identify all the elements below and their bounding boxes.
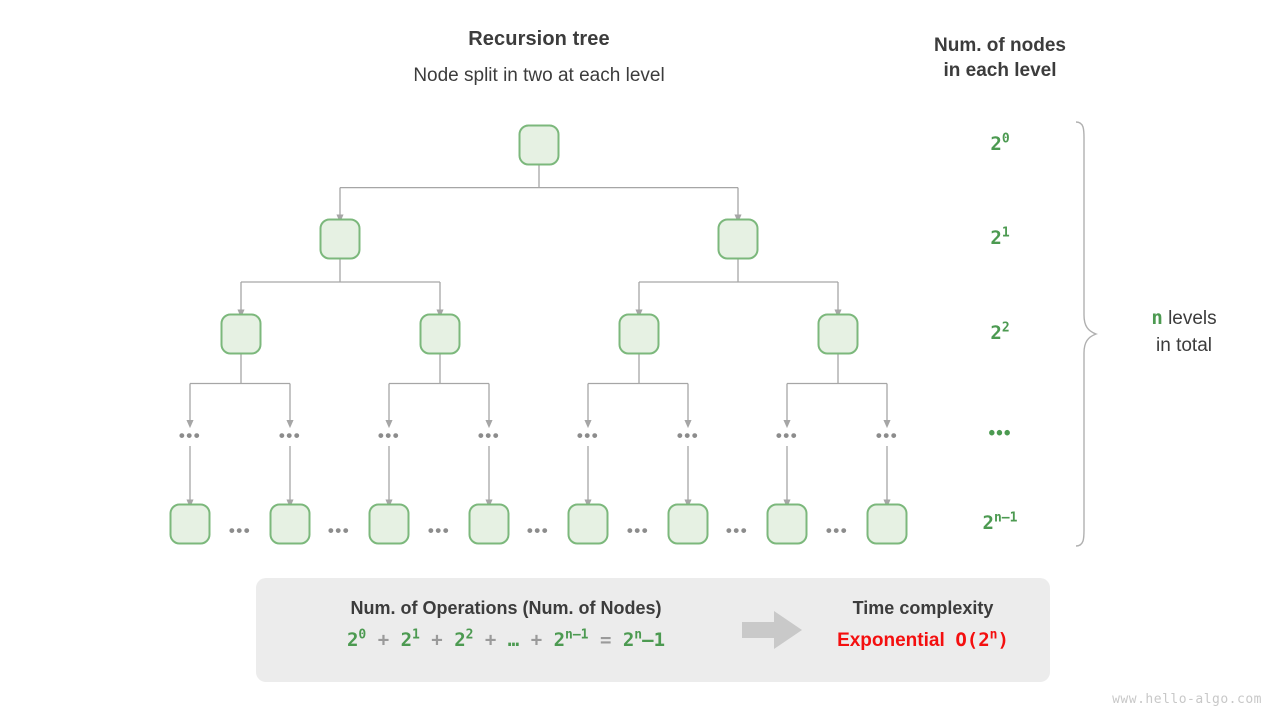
tree-node bbox=[419, 313, 461, 355]
level-count-base: 2 bbox=[990, 322, 1002, 344]
node-count-title-line1: Num. of nodes bbox=[934, 35, 1066, 56]
formula-term-exponent: 0 bbox=[358, 627, 367, 643]
level-count-base: 2 bbox=[990, 227, 1002, 249]
operations-formula: 20 + 21 + 22 + … + 2n–1 = 2n–1 bbox=[256, 629, 756, 651]
tree-node bbox=[169, 503, 211, 545]
formula-term: 2n–1 bbox=[623, 629, 665, 651]
formula-term-exponent: n bbox=[634, 627, 643, 643]
total-levels-label: n levels in total bbox=[1104, 305, 1264, 359]
ellipsis-between-nodes: ••• bbox=[526, 521, 550, 540]
complexity-heading: Time complexity bbox=[852, 598, 994, 618]
summary-panel: Num. of Operations (Num. of Nodes) 20 + … bbox=[256, 578, 1050, 682]
formula-term: 22 bbox=[454, 629, 473, 651]
formula-term-base: … bbox=[507, 629, 520, 651]
level-count-exponent: n–1 bbox=[993, 510, 1018, 526]
operations-summary: Num. of Operations (Num. of Nodes) 20 + … bbox=[256, 578, 756, 682]
tree-connectors bbox=[186, 164, 891, 508]
tree-node bbox=[717, 218, 759, 260]
level-count-exponent: 0 bbox=[1001, 131, 1010, 147]
formula-term-exponent: 1 bbox=[412, 627, 420, 643]
levels-line2: in total bbox=[1156, 335, 1212, 356]
formula-term-base: 2 bbox=[400, 629, 413, 651]
formula-term: 2n–1 bbox=[554, 629, 589, 651]
tree-node bbox=[667, 503, 709, 545]
formula-operator: + bbox=[473, 629, 508, 651]
page-subtitle: Node split in two at each level bbox=[413, 65, 665, 86]
ellipsis-level-node: ••• bbox=[775, 426, 799, 445]
ellipsis-between-nodes: ••• bbox=[327, 521, 351, 540]
level-count-base: 2 bbox=[982, 512, 994, 534]
tree-node bbox=[518, 124, 560, 166]
right-arrow-icon bbox=[738, 606, 808, 654]
formula-term-base: 2 bbox=[454, 629, 466, 651]
ellipsis-between-nodes: ••• bbox=[825, 521, 849, 540]
tree-node bbox=[618, 313, 660, 355]
ellipsis-between-nodes: ••• bbox=[427, 521, 451, 540]
level-count-exponent: 2 bbox=[1001, 320, 1010, 336]
levels-brace-icon bbox=[1075, 121, 1098, 547]
formula-term: 21 bbox=[401, 629, 420, 651]
formula-term-base: 2 bbox=[553, 629, 566, 651]
operations-heading: Num. of Operations (Num. of Nodes) bbox=[350, 598, 662, 618]
node-count-title-line2: in each level bbox=[943, 60, 1057, 81]
tree-node bbox=[866, 503, 908, 545]
tree-node bbox=[269, 503, 311, 545]
node-count-column-title: Num. of nodes in each level bbox=[880, 33, 1120, 83]
ellipsis-between-nodes: ••• bbox=[228, 521, 252, 540]
tree-node bbox=[220, 313, 262, 355]
ellipsis-level-node: ••• bbox=[278, 426, 302, 445]
ellipsis-between-nodes: ••• bbox=[626, 521, 650, 540]
ellipsis-level-node: ••• bbox=[576, 426, 600, 445]
level-count-base: 2 bbox=[990, 133, 1002, 155]
complexity-bigo: O(2n) bbox=[955, 627, 1009, 651]
ellipsis-level-node: ••• bbox=[477, 426, 501, 445]
formula-operator: = bbox=[588, 629, 623, 651]
formula-term-exponent: n–1 bbox=[565, 627, 589, 643]
formula-term-base: 2 bbox=[622, 629, 635, 651]
complexity-verdict: Exponential O(2n) bbox=[796, 629, 1050, 652]
complexity-word: Exponential bbox=[837, 630, 945, 651]
formula-term: … bbox=[508, 629, 519, 651]
site-watermark: www.hello-algo.com bbox=[1112, 692, 1262, 707]
tree-node bbox=[368, 503, 410, 545]
level-node-count-3: ••• bbox=[988, 423, 1012, 444]
formula-term-base: 2 bbox=[346, 629, 359, 651]
level-count-exponent: 1 bbox=[1001, 225, 1010, 241]
level-node-count-2: 22 bbox=[940, 322, 1060, 344]
formula-operator: + bbox=[419, 629, 455, 651]
tree-node bbox=[766, 503, 808, 545]
page-title: Recursion tree bbox=[468, 28, 610, 50]
levels-variable: n bbox=[1151, 307, 1163, 329]
formula-term-exponent: 2 bbox=[465, 627, 474, 643]
ellipsis-level-node: ••• bbox=[676, 426, 700, 445]
tree-nodes bbox=[169, 124, 908, 545]
tree-node bbox=[567, 503, 609, 545]
tree-node bbox=[468, 503, 510, 545]
tree-node bbox=[319, 218, 361, 260]
ellipsis-level-node: ••• bbox=[377, 426, 401, 445]
level-node-count-4: 2n–1 bbox=[940, 512, 1060, 534]
levels-word: levels bbox=[1162, 308, 1217, 329]
formula-term-suffix: –1 bbox=[642, 629, 666, 651]
ellipsis-level-node: ••• bbox=[178, 426, 202, 445]
ellipsis-level-node: ••• bbox=[875, 426, 899, 445]
tree-node bbox=[817, 313, 859, 355]
level-node-count-1: 21 bbox=[940, 227, 1060, 249]
formula-operator: + bbox=[366, 629, 401, 651]
formula-term: 20 bbox=[347, 629, 366, 651]
ellipsis-between-nodes: ••• bbox=[725, 521, 749, 540]
complexity-summary: Time complexity Exponential O(2n) bbox=[796, 578, 1050, 682]
level-node-count-0: 20 bbox=[940, 133, 1060, 155]
formula-operator: + bbox=[519, 629, 554, 651]
